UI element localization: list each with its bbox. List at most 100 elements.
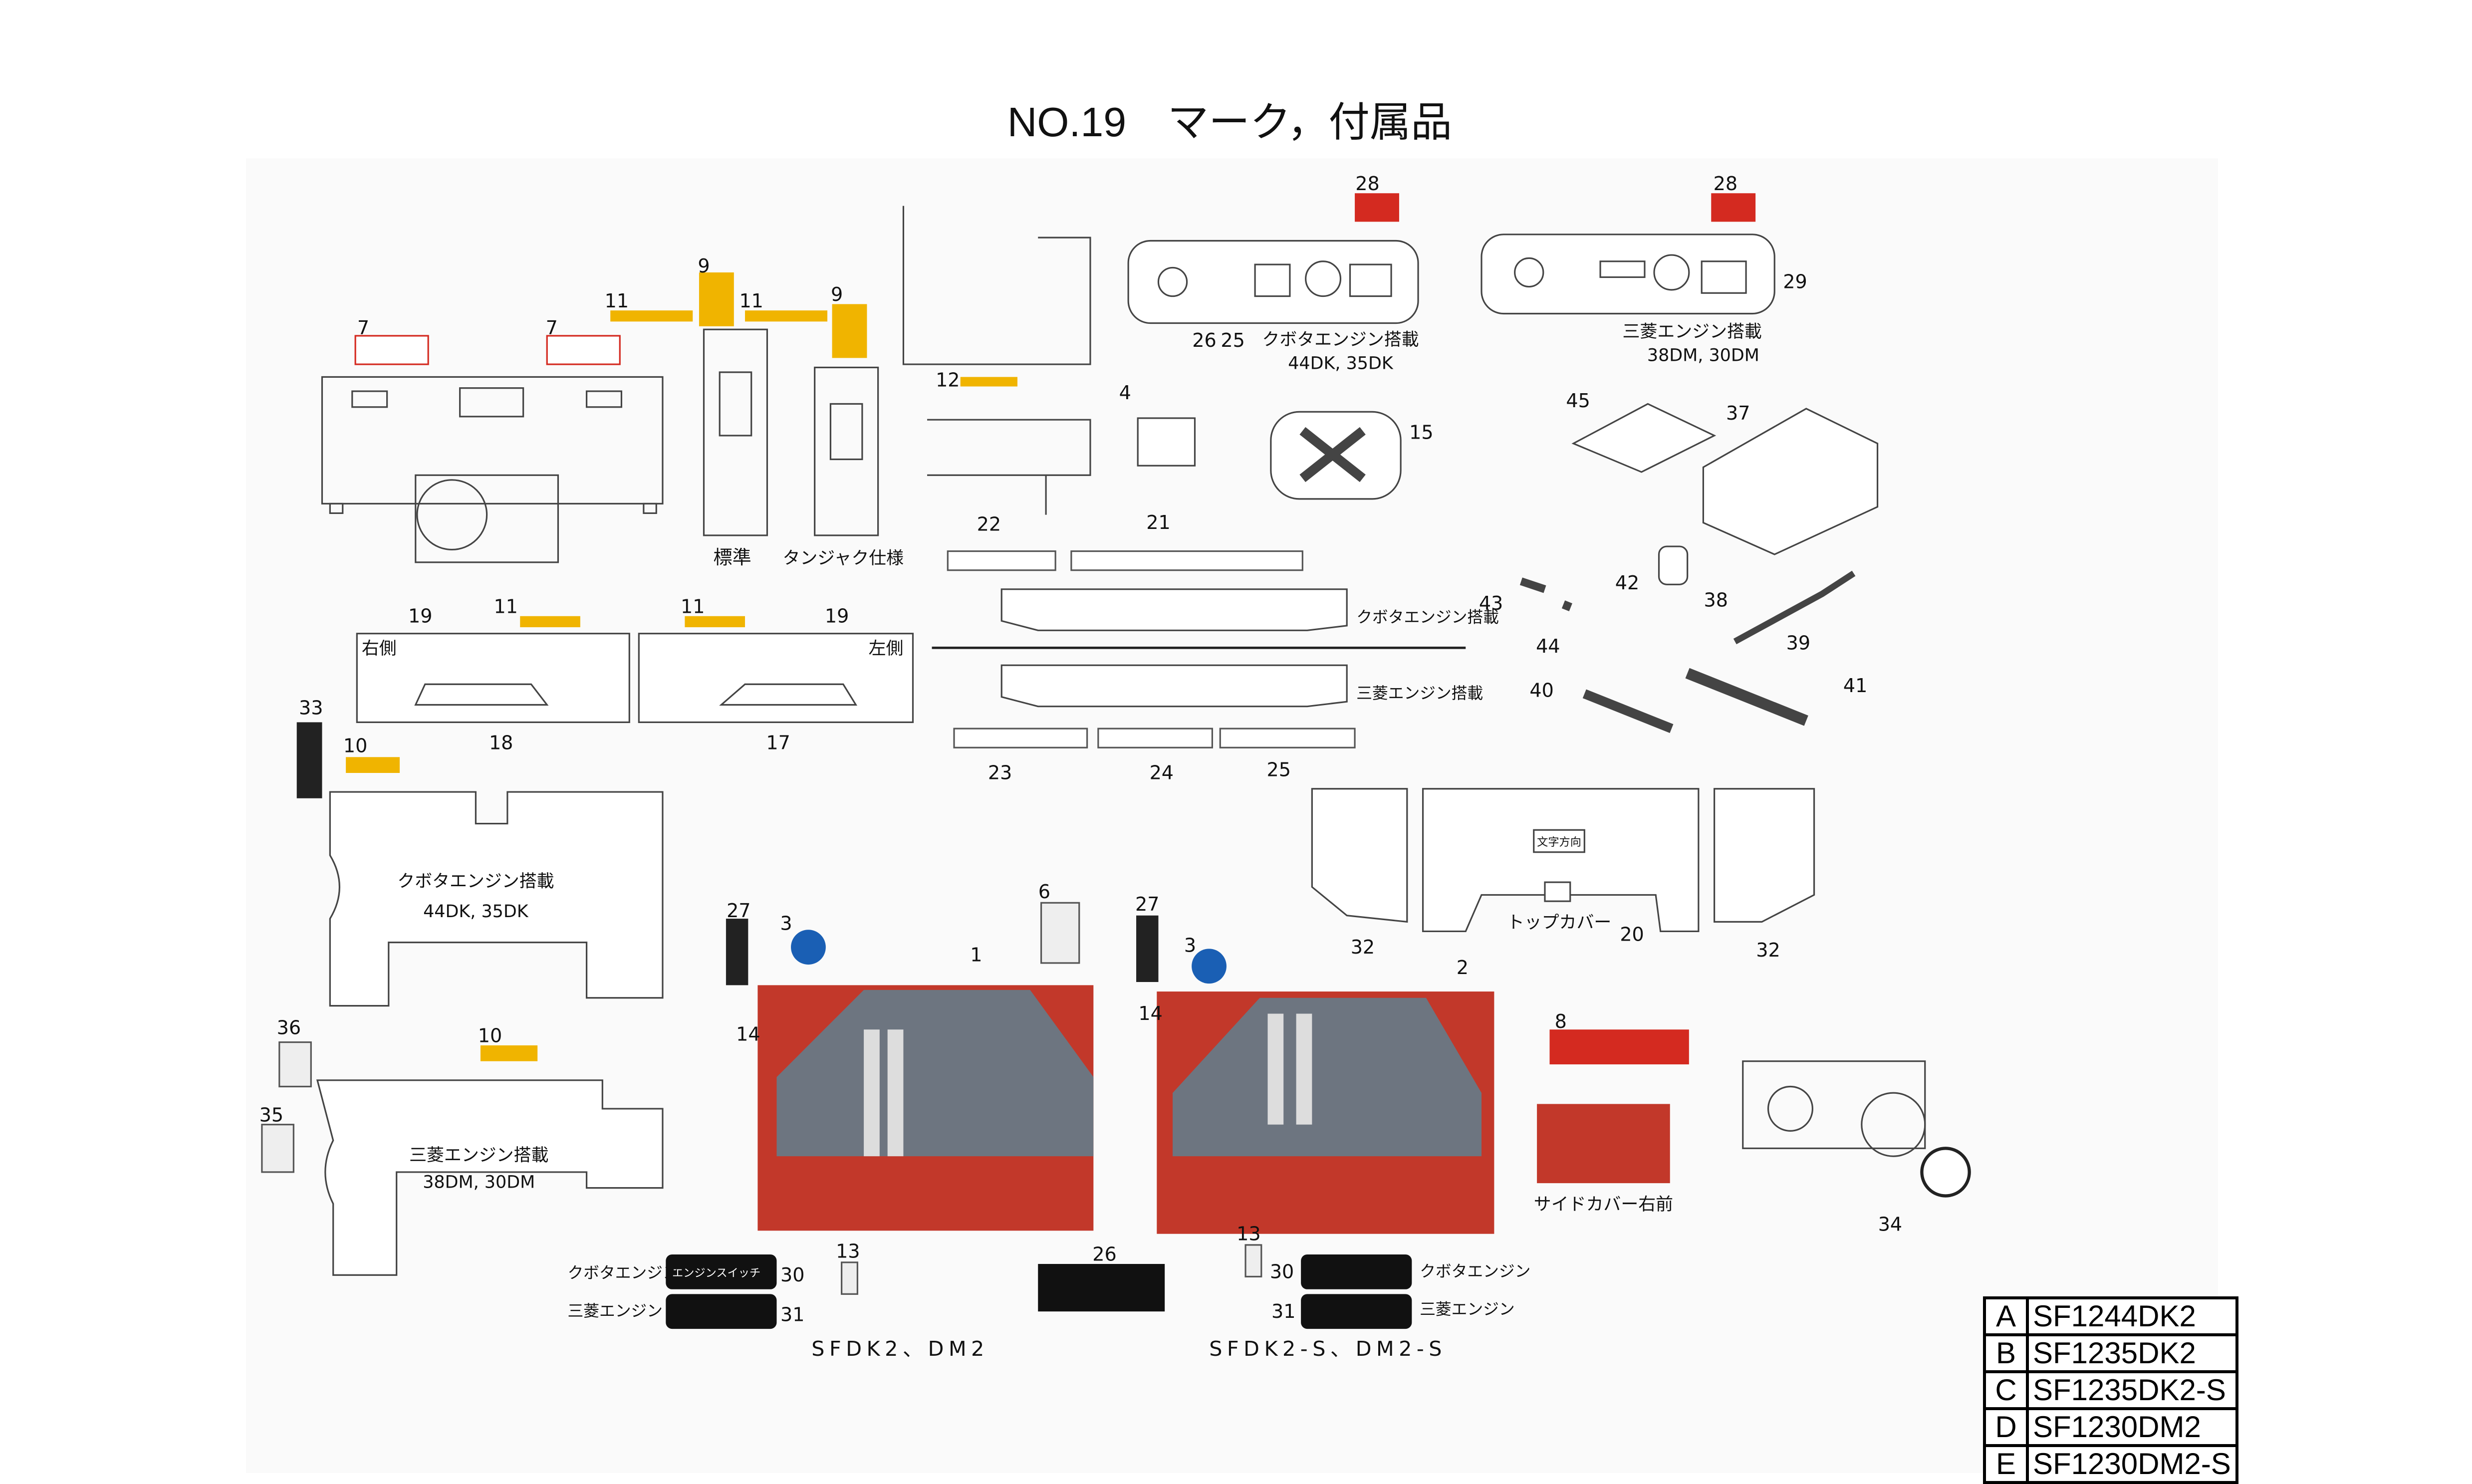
- engine-switch-label-31-right: [1301, 1294, 1412, 1329]
- callout-number: 32: [1756, 939, 1780, 961]
- callout-number: 1: [970, 944, 982, 966]
- part-38-bottle: [1658, 545, 1689, 585]
- label-21: [1070, 550, 1303, 571]
- engine-switch-label-30-right: [1301, 1254, 1412, 1289]
- callout-number: 20: [1620, 923, 1644, 945]
- caption-right-side: 右側: [362, 639, 397, 659]
- caption-kubota-engine-right: クボタエンジン: [1420, 1262, 1530, 1280]
- callout-number: 23: [988, 762, 1012, 784]
- caption-kubota-belt: クボタエンジン搭載: [1356, 608, 1499, 626]
- top-cover-section: [1311, 788, 1815, 933]
- callout-number: 13: [1236, 1223, 1260, 1244]
- label-36: [278, 1041, 312, 1088]
- belt-cover-mitsubishi: [1000, 664, 1348, 708]
- engine-sketch: [1742, 1060, 1926, 1157]
- callout-number: 32: [1351, 936, 1375, 958]
- label-11-d: [685, 616, 745, 627]
- side-cover-photo: [1537, 1104, 1670, 1184]
- callout-number: 41: [1843, 675, 1867, 697]
- model-name: SF1230DM2: [2033, 1410, 2201, 1444]
- kubota-side-plate: [329, 791, 664, 1007]
- label-25: [1219, 728, 1356, 748]
- caption-text-direction: 文字方向: [1537, 836, 1581, 849]
- callout-number: 12: [936, 369, 960, 391]
- label-34: [1920, 1147, 1971, 1198]
- machine-front-view: [321, 376, 664, 563]
- label-33: [296, 722, 322, 798]
- callout-number: 9: [831, 283, 843, 305]
- caption-left-side: 左側: [869, 639, 904, 659]
- model-name: SF1235DK2: [2033, 1336, 2196, 1370]
- callout-number: 44: [1536, 635, 1560, 657]
- model-name: SF1235DK2-S: [2033, 1373, 2226, 1407]
- callout-number: 30: [780, 1264, 804, 1286]
- frame-detail: [902, 206, 1091, 515]
- callout-number: 40: [1529, 680, 1553, 702]
- callout-number: 27: [1135, 893, 1159, 915]
- callout-number: 43: [1479, 592, 1503, 614]
- label-13-b: [1244, 1244, 1262, 1277]
- side-cover-right: [356, 633, 630, 724]
- part-45-manual: [1571, 403, 1717, 473]
- label-11-c: [520, 616, 580, 627]
- label-13-a: [841, 1261, 858, 1295]
- callout-number: 3: [780, 912, 792, 934]
- caption-mitsubishi-engine-left: 三菱エンジン: [567, 1302, 662, 1320]
- label-10-a: [346, 757, 400, 773]
- callout-number: 39: [1786, 632, 1810, 654]
- callout-number: 42: [1615, 572, 1639, 594]
- callout-number: 30: [1270, 1261, 1294, 1283]
- model-code: D: [1986, 1410, 2029, 1444]
- callout-number: 15: [1409, 421, 1433, 443]
- callout-number: 21: [1146, 511, 1170, 533]
- callout-number: 10: [478, 1025, 502, 1047]
- page-title: NO.19 マーク，付属品: [1007, 99, 1452, 145]
- label-3-b: [1192, 949, 1227, 984]
- caption-tanjaku: タンジャク仕様: [782, 548, 904, 568]
- caption-mitsubishi-models: 38DM, 30DM: [423, 1173, 535, 1193]
- mitsubishi-side-plate: [316, 1079, 664, 1276]
- callout-number: 31: [780, 1303, 804, 1325]
- callout-number: 25: [1221, 329, 1244, 351]
- label-22: [947, 550, 1056, 571]
- callout-number: 22: [977, 513, 1001, 535]
- label-18: [414, 683, 549, 706]
- callout-number: 6: [1038, 881, 1050, 903]
- side-cover-left: [638, 633, 914, 724]
- label-27-b: [1136, 915, 1159, 982]
- model-code: A: [1986, 1299, 2029, 1333]
- belt-cover-kubota: [1000, 588, 1348, 631]
- label-10-b: [480, 1045, 538, 1061]
- callout-number: 37: [1726, 402, 1750, 424]
- label-3-a: [791, 930, 826, 965]
- caption-mitsubishi-engine-right: 三菱エンジン: [1420, 1301, 1514, 1319]
- callout-number: 26: [1092, 1243, 1116, 1265]
- callout-number: 7: [357, 317, 369, 339]
- callout-number: 33: [299, 697, 323, 719]
- caption-top-cover: トップカバー: [1507, 913, 1611, 933]
- callout-number: 2: [1457, 957, 1469, 979]
- callout-number: 14: [1138, 1002, 1162, 1024]
- model-name: SF1230DM2-S: [2033, 1447, 2231, 1481]
- callout-number: 14: [736, 1023, 760, 1045]
- callout-number: 28: [1714, 173, 1737, 195]
- label-26-b: [1038, 1264, 1165, 1312]
- part-40-wrench: [1582, 689, 1674, 733]
- callout-number: 26: [1192, 329, 1216, 351]
- engine-switch-text: エンジンスイッチ: [672, 1266, 760, 1279]
- caption-kubota-cover: クボタエンジン搭載: [397, 872, 554, 892]
- label-11-a: [610, 310, 693, 322]
- caption-group-left: SFDK2、DM2: [811, 1337, 989, 1361]
- callout-number: 7: [546, 317, 558, 339]
- warning-label-7-left: [354, 335, 429, 365]
- part-41-wrench: [1685, 668, 1808, 726]
- callout-number: 3: [1184, 935, 1196, 957]
- label-6: [1040, 902, 1080, 964]
